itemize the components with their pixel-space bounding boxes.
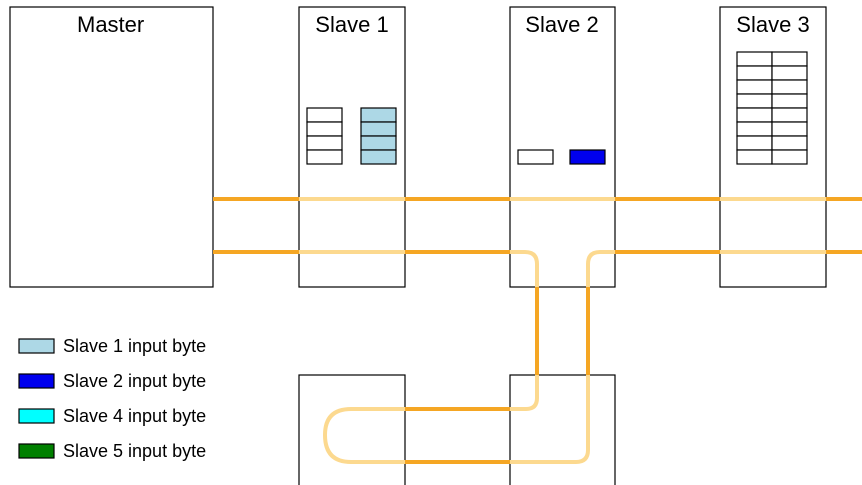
slave-3-byte [736,79,773,95]
legend-label: Slave 2 input byte [63,371,206,391]
legend-swatch [18,338,55,354]
slave-3-byte [771,135,808,151]
bus-branch-passthrough [510,250,539,287]
slave-2-input-byte [569,149,606,165]
slave-3-byte [771,149,808,165]
slave-1-output-byte [306,121,343,137]
legend-swatch [18,408,55,424]
slave-3-byte [736,65,773,81]
slave-3-byte [771,65,808,81]
bus-loop-passthrough [510,375,590,464]
slave-1-output-byte [306,107,343,123]
slave-3-byte [736,149,773,165]
master-title: Master [77,12,144,37]
master-box [9,6,214,288]
bus-lines [213,197,862,464]
slave-3-byte [771,107,808,123]
legend-label: Slave 1 input byte [63,336,206,356]
slave-3-title: Slave 3 [736,12,809,37]
slave-3-byte [771,51,808,67]
slave-1-output-buffer [306,107,343,165]
slave-3-byte [736,135,773,151]
slave-1-input-byte [360,121,397,137]
legend-swatch [18,373,55,389]
bus-loop-passthrough [510,375,539,411]
slave-3-byte [771,121,808,137]
slave-1-input-byte [360,149,397,165]
legend-label: Slave 4 input byte [63,406,206,426]
slave-3-byte [736,51,773,67]
legend-swatch [18,443,55,459]
slave-2-title: Slave 2 [525,12,598,37]
slave-3-byte [771,79,808,95]
slave-1-title: Slave 1 [315,12,388,37]
slave-1-input-byte [360,135,397,151]
slave-1-input-byte [360,107,397,123]
slave-3-byte [736,121,773,137]
slave-3-byte [736,93,773,109]
slave-1-output-byte [306,135,343,151]
slave-5-box [509,374,616,485]
slave-1-input-buffer [360,107,397,165]
bus-loop-passthrough [322,407,405,464]
slave-2-output-byte [517,149,554,165]
slave-3-byte [736,107,773,123]
slave-3-buffer [736,51,808,165]
slave-1-output-byte [306,149,343,165]
legend-label: Slave 5 input byte [63,441,206,461]
bus-branch-passthrough [586,250,615,287]
slave-2-box [509,6,616,288]
slave-4-box [298,374,406,485]
slave-3-byte [771,93,808,109]
